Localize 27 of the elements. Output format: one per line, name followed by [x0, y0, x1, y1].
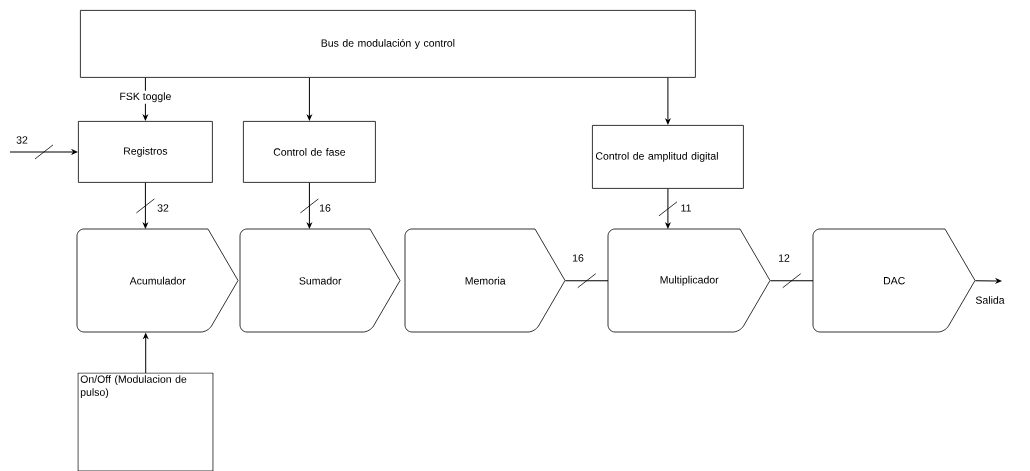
edge-label: 16 — [572, 254, 584, 262]
edge-label: 32 — [16, 136, 28, 144]
arrow — [307, 77, 312, 121]
block-box: Control de amplitud digital — [592, 125, 744, 189]
pentagon-block: Acumulador — [76, 228, 239, 333]
text-box: On/Off (Modulacion de pulso) — [77, 372, 214, 471]
edge-label: 11 — [681, 204, 691, 212]
block-box: Control de fase — [243, 121, 376, 183]
edge-label: Salida — [975, 296, 1005, 304]
arrow — [665, 77, 671, 125]
arrow — [143, 182, 148, 229]
edge-label: 12 — [778, 254, 790, 262]
edge-label: 32 — [157, 204, 169, 212]
block-box: Bus de modulación y control — [80, 10, 696, 78]
arrow — [665, 188, 671, 229]
pentagon-block: Memoria — [404, 228, 566, 333]
arrow — [9, 149, 78, 155]
arrow — [307, 182, 312, 229]
arrow — [143, 77, 148, 121]
edge-label: FSK toggle — [117, 90, 173, 104]
arrow — [974, 278, 1002, 284]
arrow — [143, 333, 149, 374]
pentagon-block: DAC — [812, 228, 976, 333]
block-box: Registros — [78, 121, 213, 183]
edge-label: 16 — [319, 204, 331, 212]
pentagon-block: Sumador — [239, 228, 401, 333]
pentagon-block: Multiplicador — [607, 228, 771, 333]
